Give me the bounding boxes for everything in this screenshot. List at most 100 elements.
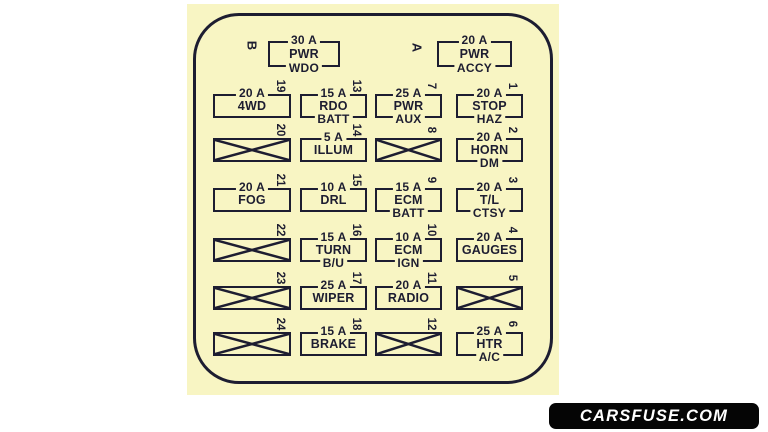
fuse-amp-rating: 20 A [473, 231, 506, 243]
crossed-fuse-icon [377, 334, 440, 354]
fuse-label-2: AUX [392, 113, 425, 125]
crossed-fuse-icon [458, 288, 521, 308]
relay-letter-a: A [409, 42, 425, 53]
fuse-20-spare: 20 [213, 124, 291, 162]
fuse-amp-rating: 20 A [473, 181, 506, 193]
watermark-text: CARSFUSE.COM [579, 406, 729, 425]
fuse-number: 23 [274, 271, 286, 285]
fuse-number: 13 [350, 79, 362, 93]
fuse-label: DRL [320, 193, 347, 207]
fuse-label: HORN [470, 143, 509, 157]
fuse-1-stop-haz: 1 20 A STOP HAZ [456, 83, 523, 125]
fuse-number: 7 [425, 82, 437, 90]
crossed-fuse-icon [215, 140, 289, 160]
fuse-label: BRAKE [310, 337, 357, 351]
relay-label-2: ACCY [453, 62, 496, 74]
fuse-amp-rating: 20 A [235, 181, 269, 193]
fuse-amp-rating: 25 A [473, 325, 506, 337]
relay-label: PWR [459, 47, 490, 61]
fuse-label: ILLUM [313, 143, 354, 157]
fuse-label: T/L [479, 193, 500, 207]
fuse-amp-rating: 25 A [392, 87, 425, 99]
fuse-number: 17 [350, 271, 362, 285]
fuse-number: 8 [425, 126, 437, 134]
fuse-2-horn-dm: 2 20 A HORN DM [456, 127, 523, 169]
fuse-amp-rating: 15 A [317, 231, 350, 243]
crossed-fuse-icon [215, 240, 289, 260]
fuse-number: 22 [274, 223, 286, 237]
fuse-number: 3 [506, 176, 518, 184]
fuse-22-spare: 22 [213, 224, 291, 262]
crossed-fuse-icon [215, 334, 289, 354]
fuse-5-spare: 5 [456, 275, 523, 310]
fuse-label-2: A/C [475, 351, 504, 363]
fuse-panel-outline [193, 13, 553, 384]
fuse-label: STOP [472, 99, 507, 113]
fuse-14-illum: 14 5 A ILLUM [300, 124, 367, 162]
fuse-19-4wd: 19 20 A 4WD [213, 80, 291, 118]
fuse-label-2: CTSY [469, 207, 510, 219]
fuse-label-2: HAZ [473, 113, 506, 125]
fuse-amp-rating: 10 A [317, 181, 350, 193]
crossed-fuse-icon [215, 288, 289, 308]
fuse-16-turn-bu: 16 15 A TURN B/U [300, 224, 367, 269]
fuse-number: 4 [506, 226, 518, 234]
fuse-label-2: BATT [314, 113, 353, 125]
fuse-7-pwr-aux: 7 25 A PWR AUX [375, 83, 442, 125]
relay-letter-b: B [244, 40, 260, 51]
fuse-label: HTR [476, 337, 503, 351]
fuse-amp-rating: 15 A [317, 325, 350, 337]
fuse-amp-rating: 5 A [320, 131, 347, 143]
fuse-8-spare: 8 [375, 127, 442, 162]
fuse-label: GAUGES [461, 243, 518, 257]
fuse-number: 2 [506, 126, 518, 134]
fuse-15-drl: 15 10 A DRL [300, 174, 367, 212]
fuse-number: 5 [506, 274, 518, 282]
fuse-number: 20 [274, 123, 286, 137]
relay-label-2: WDO [285, 62, 323, 74]
fuse-label: RDO [319, 99, 348, 113]
relay-amp-rating: 30 A [287, 34, 321, 46]
crossed-fuse-icon [377, 140, 440, 160]
fuse-number: 21 [274, 173, 286, 187]
fuse-label: RADIO [387, 291, 430, 305]
watermark-badge: CARSFUSE.COM [549, 403, 759, 429]
fuse-label: ECM [394, 243, 423, 257]
fuse-amp-rating: 20 A [473, 87, 506, 99]
relay-b: 30 A PWR WDO [268, 34, 340, 74]
fuse-amp-rating: 15 A [317, 87, 350, 99]
fuse-number: 14 [350, 123, 362, 137]
fuse-23-spare: 23 [213, 272, 291, 310]
fuse-label: ECM [394, 193, 423, 207]
fuse-amp-rating: 20 A [235, 87, 269, 99]
fuse-number: 6 [506, 320, 518, 328]
fuse-number: 19 [274, 79, 286, 93]
fuse-10-ecm-ign: 10 10 A ECM IGN [375, 224, 442, 269]
fuse-3-tl-ctsy: 3 20 A T/L CTSY [456, 177, 523, 219]
fuse-number: 10 [425, 223, 437, 237]
fuse-number: 24 [274, 317, 286, 331]
fuse-21-fog: 21 20 A FOG [213, 174, 291, 212]
relay-label: PWR [289, 47, 319, 61]
fuse-label: 4WD [237, 99, 267, 113]
fuse-amp-rating: 20 A [392, 279, 425, 291]
fuse-number: 1 [506, 82, 518, 90]
relay-amp-rating: 20 A [458, 34, 491, 46]
relay-a: 20 A PWR ACCY [437, 34, 512, 74]
fuse-label-2: IGN [394, 257, 423, 269]
fuse-label: PWR [393, 99, 424, 113]
fuse-number: 18 [350, 317, 362, 331]
fuse-number: 16 [350, 223, 362, 237]
fuse-18-brake: 18 15 A BRAKE [300, 318, 367, 356]
fuse-12-spare: 12 [375, 318, 442, 356]
fuse-number: 15 [350, 173, 362, 187]
fuse-24-spare: 24 [213, 318, 291, 356]
fuse-amp-rating: 25 A [317, 279, 350, 291]
fuse-number: 9 [425, 176, 437, 184]
fuse-13-rdo-batt: 13 15 A RDO BATT [300, 80, 367, 125]
fuse-label-2: B/U [319, 257, 348, 269]
fuse-label: TURN [315, 243, 352, 257]
fuse-amp-rating: 10 A [392, 231, 425, 243]
fuse-9-ecm-batt: 9 15 A ECM BATT [375, 177, 442, 219]
